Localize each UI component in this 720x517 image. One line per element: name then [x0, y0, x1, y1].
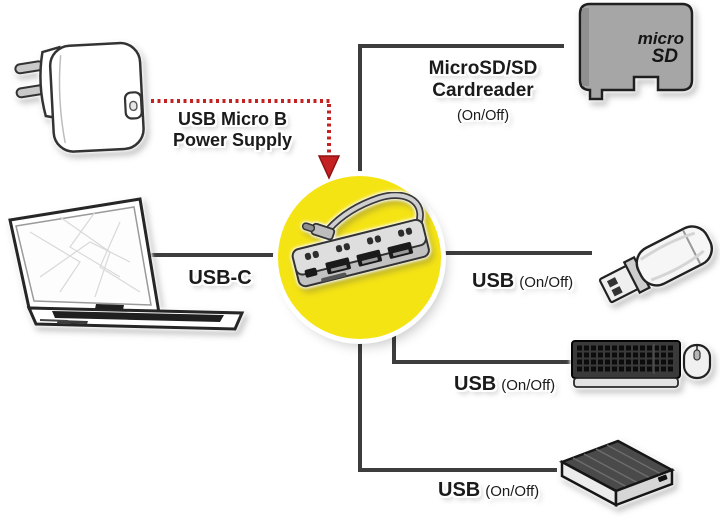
connector-flash-drive	[420, 251, 592, 255]
usb-c-port-label: USB-C	[188, 267, 252, 289]
power-supply-label-line1: USB Micro B	[177, 109, 287, 129]
hard-drive-icon	[552, 434, 692, 516]
connector-hard-drive-vertical	[358, 315, 362, 472]
keyboard-port-label: USB (On/Off)	[454, 373, 555, 396]
microsd-logo-sd: SD	[652, 46, 679, 67]
connector-cardreader-vertical	[358, 44, 362, 184]
usb-flash-drive-icon	[592, 212, 720, 314]
usb-c-plug	[301, 222, 336, 241]
laptop-screen-pattern	[29, 211, 141, 298]
hard-drive-port-label: USB (On/Off)	[438, 479, 539, 502]
hard-drive-port-mode: (On/Off)	[485, 483, 540, 500]
connector-hard-drive-horizontal	[358, 468, 557, 472]
keyboard-port-mode: (On/Off)	[501, 377, 556, 394]
hub-switches	[304, 227, 413, 260]
hard-drive-texture	[572, 444, 662, 488]
flash-drive-port-name: USB	[472, 270, 515, 292]
connector-keyboard-vertical	[392, 300, 396, 364]
wall-charger-icon	[14, 40, 149, 165]
laptop-icon	[0, 192, 255, 344]
microsd-logo-micro: micro	[638, 29, 684, 48]
keyboard-mouse-icon	[570, 336, 720, 392]
cardreader-label-mode: (On/Off)	[456, 108, 510, 124]
power-supply-label: USB Micro B Power Supply	[155, 109, 310, 151]
usb-c-hub-icon	[286, 192, 436, 307]
cardreader-label-line2: Cardreader	[432, 80, 534, 101]
power-arrow-dotted-horizontal	[151, 99, 331, 103]
connector-laptop	[150, 253, 300, 257]
keyboard-port-name: USB	[454, 373, 497, 395]
cardreader-label-line1: MicroSD/SD	[428, 58, 538, 79]
power-arrow-head-icon	[316, 154, 342, 185]
keyboard-icon	[571, 340, 681, 388]
mouse-icon	[682, 343, 712, 380]
hub-ports	[304, 241, 414, 282]
microsd-card-icon: micro SD	[566, 0, 706, 105]
connector-keyboard-horizontal	[392, 360, 577, 364]
flash-drive-port-mode: (On/Off)	[519, 274, 574, 291]
cardreader-label: MicroSD/SD Cardreader (On/Off)	[408, 58, 558, 127]
hard-drive-port-name: USB	[438, 479, 481, 501]
connector-cardreader-horizontal	[358, 44, 564, 48]
flash-drive-port-label: USB (On/Off)	[472, 270, 573, 293]
power-arrow-dotted-vertical	[327, 104, 331, 156]
power-supply-label-line2: Power Supply	[172, 130, 293, 150]
